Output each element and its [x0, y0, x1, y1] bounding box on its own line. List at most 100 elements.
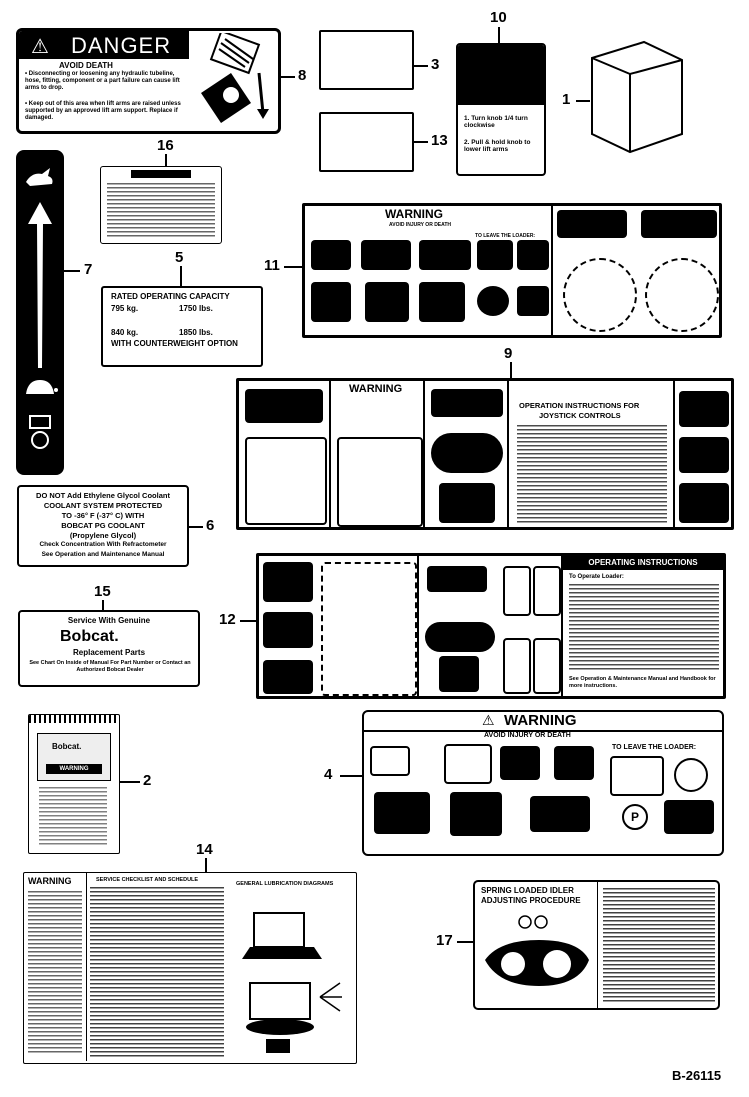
- decal-12-a-pic-4: [321, 562, 417, 696]
- decal-14-warn-box: WARNING: [24, 873, 87, 1061]
- decal-14-warn-text: [28, 891, 82, 1055]
- decal-11-pic-5: [517, 240, 549, 270]
- decal-11-pic-2: [361, 240, 411, 270]
- decal-11-pic-10: [517, 286, 549, 316]
- decal-12-b-pic-7: [533, 638, 561, 694]
- decal-4-pic-10: [664, 800, 714, 834]
- callout-12: 12: [219, 611, 236, 628]
- decal-9-instructions-text: [517, 425, 667, 523]
- decal-3-blank: [319, 30, 414, 90]
- decal-4-title-row: ⚠ WARNING: [364, 712, 722, 732]
- decal-7-speed-strip: [16, 150, 64, 475]
- decal-10-step-2: 2. Pull & hold knob to lower lift arms: [464, 139, 531, 153]
- decal-11-pic-8: [419, 282, 465, 322]
- up-arrow-icon: [28, 202, 52, 368]
- leader-7: [64, 270, 80, 272]
- decal-9-c-pic-3: [439, 483, 495, 523]
- callout-11: 11: [264, 257, 280, 274]
- decal-9-panel-b: WARNING: [330, 380, 424, 528]
- decal-11-pic-4: [477, 240, 513, 270]
- coolant-line-6: Check Concentration With Refractometer: [39, 541, 167, 548]
- callout-5: 5: [175, 249, 184, 266]
- decal-16-header: [131, 170, 191, 178]
- idler-track-icon: [485, 915, 589, 986]
- decal-4-pic-4: [554, 746, 594, 780]
- coolant-line-5: (Propylene Glycol): [69, 531, 137, 540]
- decal-13-blank: [319, 112, 414, 172]
- decal-9-panel-d: OPERATION INSTRUCTIONS FOR JOYSTICK CONT…: [508, 380, 674, 528]
- decal-4-park-brake-icon: P: [622, 804, 648, 830]
- decal-9-c-pic-2: [431, 433, 503, 473]
- coolant-line-3: TO -36° F (-37° C) WITH: [61, 511, 145, 520]
- coolant-line-1: DO NOT Add Ethylene Glycol Coolant: [36, 491, 170, 500]
- decal-9-panel-c: [424, 380, 508, 528]
- decal-16-text: [107, 183, 215, 239]
- decal-9-panel-a: [238, 380, 330, 528]
- decal-9-a-pic-1: [245, 389, 323, 423]
- decal-17-text: [603, 888, 715, 1004]
- rated-capacity-title: RATED OPERATING CAPACITY: [111, 292, 230, 301]
- leader-15: [102, 600, 104, 610]
- decal-12-heading: OPERATING INSTRUCTIONS: [563, 556, 723, 570]
- leader-1: [576, 100, 590, 102]
- danger-subtitle: AVOID DEATH: [59, 61, 113, 70]
- decal-2-manual-booklet: Bobcat. WARNING: [28, 714, 120, 854]
- decal-17-divider: [597, 882, 598, 1008]
- callout-10: 10: [490, 9, 507, 26]
- decal-14-heading: SERVICE CHECKLIST AND SCHEDULE: [96, 877, 199, 883]
- callout-3: 3: [431, 56, 440, 73]
- decal-12-operating-instructions: OPERATING INSTRUCTIONS To Operate Loader…: [256, 553, 726, 699]
- decal-17-title-2: ADJUSTING PROCEDURE: [481, 896, 581, 905]
- callout-2: 2: [143, 772, 152, 789]
- decal-12-b-pic-3: [533, 566, 561, 616]
- leader-16: [165, 154, 167, 166]
- leader-17: [457, 941, 473, 943]
- decal-9-e-pic-2: [679, 437, 729, 473]
- leader-9: [510, 362, 512, 378]
- decal-15-genuine-parts: Service With Genuine Bobcat. Replacement…: [18, 610, 200, 687]
- decal-12-footer: See Operation & Maintenance Manual and H…: [569, 676, 716, 689]
- decal-12-sub: To Operate Loader:: [569, 574, 624, 580]
- callout-13: 13: [431, 132, 448, 149]
- decal-11-pic-7: [365, 282, 409, 322]
- decal-14-warn: WARNING: [28, 876, 72, 886]
- decal-4-pic-6: [374, 792, 430, 834]
- decal-11-pic-3: [419, 240, 471, 270]
- decal-10-black-top: [458, 45, 544, 105]
- decal-10-lift-arm-bypass: 1. Turn knob 1/4 turn clockwise 2. Pull …: [456, 43, 546, 176]
- decal-12-b-pic-2: [503, 566, 531, 616]
- capacity-row1-kg: 795 kg.: [111, 304, 139, 313]
- decal-12-panel-a: [258, 555, 418, 697]
- decal-14-heading-2: GENERAL LUBRICATION DIAGRAMS: [236, 881, 334, 887]
- decal-4-leave: TO LEAVE THE LOADER:: [612, 744, 697, 751]
- decal-4-pic-2: [444, 744, 492, 784]
- callout-4: 4: [324, 766, 333, 783]
- genuine-line-2: Replacement Parts: [72, 648, 146, 657]
- decal-11-joystick-1: [557, 210, 627, 238]
- decal-9-heading-2: JOYSTICK CONTROLS: [539, 411, 621, 420]
- decal-5-rated-capacity: RATED OPERATING CAPACITY 795 kg. 1750 lb…: [101, 286, 263, 367]
- callout-15: 15: [94, 583, 111, 600]
- decal-4-pic-8: [530, 796, 590, 832]
- box-icon: [591, 40, 683, 154]
- decal-12-b-pic-5: [439, 656, 479, 692]
- turtle-icon: [26, 380, 58, 394]
- callout-9: 9: [504, 345, 513, 362]
- decal-10-step-1: 1. Turn knob 1/4 turn clockwise: [464, 115, 528, 129]
- decal-4-stop-icon: [674, 758, 708, 792]
- coolant-line-7: See Operation and Maintenance Manual: [41, 551, 165, 558]
- decal-9-panel-e: [674, 380, 732, 528]
- decal-11-pic-1: [311, 240, 351, 270]
- decal-12-a-pic-2: [263, 612, 313, 648]
- leader-14: [205, 858, 207, 872]
- capacity-row1-lbs: 1750 lbs.: [179, 304, 213, 313]
- danger-header: ⚠ DANGER: [19, 31, 189, 59]
- decal-4-pic-7: [450, 792, 502, 836]
- decal-12-panel-c: OPERATING INSTRUCTIONS To Operate Loader…: [562, 555, 724, 697]
- decal-17-title-1: SPRING LOADED IDLER: [481, 886, 574, 895]
- callout-14: 14: [196, 841, 213, 858]
- warning-triangle-icon: ⚠: [31, 36, 49, 58]
- leader-4: [340, 775, 362, 777]
- decal-11-pattern-1: [563, 258, 637, 332]
- decal-9-c-pic-1: [431, 389, 503, 417]
